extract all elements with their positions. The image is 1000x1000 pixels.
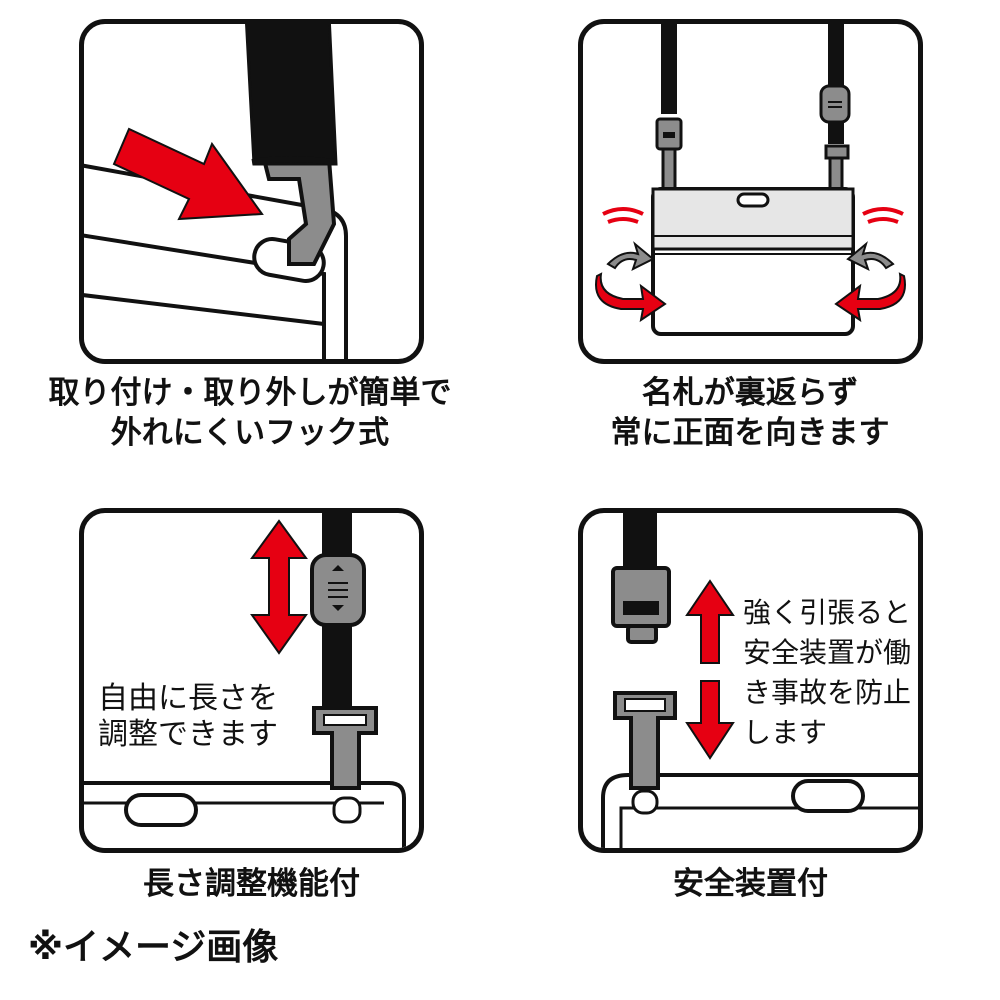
caption-line: 名札が裏返らず <box>641 375 859 411</box>
caption-safety: 安全装置付 <box>578 864 923 904</box>
caption-line: 取り付け・取り外しが簡単で <box>48 375 452 411</box>
arrow-up-icon <box>685 579 735 664</box>
strap-icon <box>623 513 657 573</box>
red-arrow-icon <box>112 127 264 221</box>
arrow-down-icon <box>685 680 735 760</box>
adjuster-icon <box>819 84 851 124</box>
safety-description: 強く引張ると 安全装置が働 き事故を防止 します <box>743 593 911 753</box>
description-line: 自由に長さを <box>98 681 278 716</box>
length-description: 自由に長さを 調整できます <box>98 681 278 753</box>
safety-illustration <box>601 513 918 848</box>
panel-safety: 強く引張ると 安全装置が働 き事故を防止 します <box>578 508 923 853</box>
hook-icon <box>261 157 337 266</box>
hook-icon <box>613 691 677 790</box>
strap-icon <box>661 24 677 114</box>
description-line: 安全装置が働 <box>743 636 912 669</box>
rotation-arrow-icon <box>834 272 906 323</box>
caption-line: 外れにくいフック式 <box>110 415 390 451</box>
caption-line: 常に正面を向きます <box>610 415 890 451</box>
rotation-arrow-icon <box>595 272 667 323</box>
rotation-arrow-icon <box>846 241 895 271</box>
panel-hook <box>79 19 424 364</box>
description-line: 強く引張ると <box>743 596 912 629</box>
description-line: 調整できます <box>98 717 278 752</box>
hook-illustration <box>84 24 348 359</box>
description-line: き事故を防止 <box>743 676 912 709</box>
rotation-illustration <box>595 24 906 336</box>
rotation-arrow-icon <box>606 241 655 271</box>
caption-line: 安全装置付 <box>673 866 828 902</box>
panel-length: 自由に長さを 調整できます <box>79 508 424 853</box>
caption-hook: 取り付け・取り外しが簡単で 外れにくいフック式 <box>40 373 460 453</box>
caption-rotation: 名札が裏返らず 常に正面を向きます <box>555 373 945 453</box>
description-line: します <box>743 716 828 749</box>
breakaway-connector-icon <box>611 566 671 628</box>
image-disclaimer: ※イメージ画像 <box>28 927 279 968</box>
panel-rotation <box>578 19 923 364</box>
strap-icon <box>245 24 338 166</box>
double-arrow-icon <box>250 519 308 655</box>
hook-icon <box>312 706 378 790</box>
caption-length: 長さ調整機能付 <box>79 864 424 904</box>
length-illustration <box>84 513 406 848</box>
caption-line: 長さ調整機能付 <box>143 866 360 902</box>
strap-icon <box>828 24 844 144</box>
